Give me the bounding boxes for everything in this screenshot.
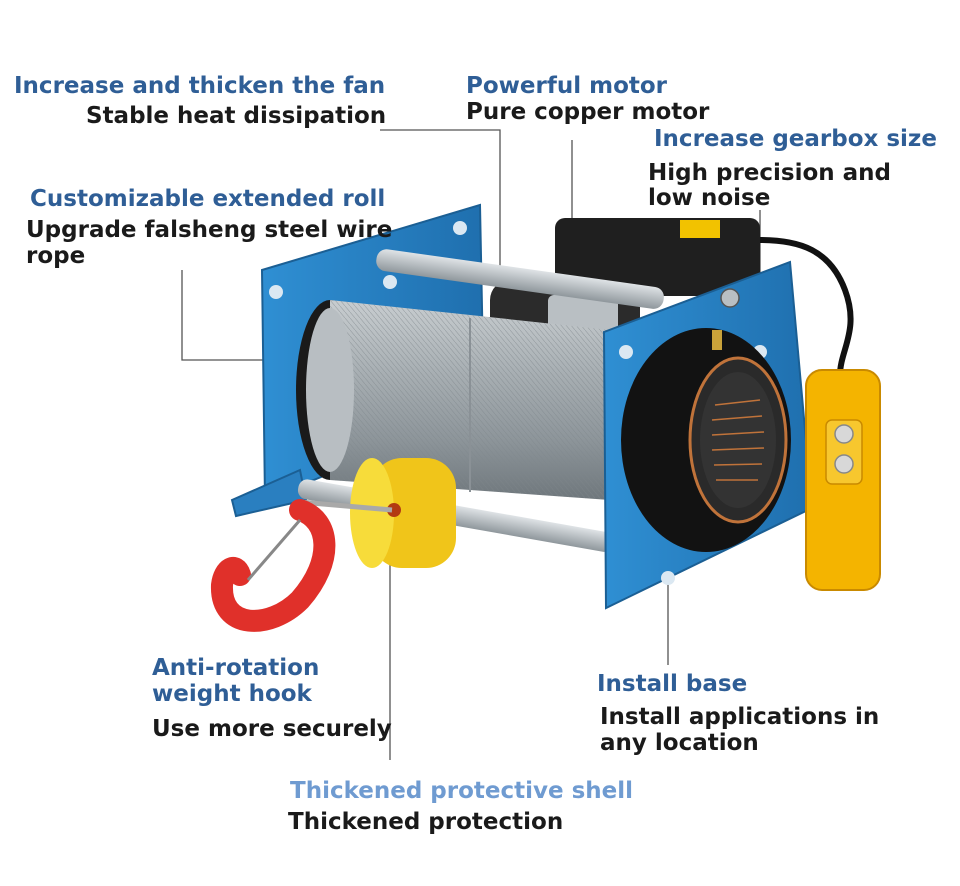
- motor-callout-title: Powerful motor: [466, 73, 668, 99]
- gearbox-callout-desc-line2: low noise: [648, 185, 771, 211]
- top-tie-rod: [376, 249, 664, 309]
- shell-callout-title: Thickened protective shell: [290, 778, 634, 804]
- hook-callout-title-line2: weight hook: [152, 681, 312, 707]
- wire-rope-end: [299, 499, 393, 513]
- gearbox-callout-desc-line1: High precision and: [648, 160, 892, 186]
- hook-callout-desc: Use more securely: [152, 716, 392, 742]
- fan-callout-desc: Stable heat dissipation: [86, 103, 387, 129]
- base-callout-desc-line1: Install applications in: [600, 704, 880, 730]
- wire-rope-drum: [296, 300, 610, 500]
- yellow-counterweight: [350, 458, 456, 568]
- control-cable: [759, 237, 854, 376]
- roll-callout-title: Customizable extended roll: [30, 186, 386, 212]
- fan-callout-title: Increase and thicken the fan: [14, 73, 386, 99]
- roll-callout-desc-line2: rope: [26, 243, 86, 269]
- motor-callout-desc: Pure copper motor: [466, 99, 710, 125]
- red-hook: [211, 499, 336, 632]
- gearbox-cover: [621, 328, 791, 552]
- shell-callout-desc: Thickened protection: [288, 809, 564, 835]
- hook-callout-title-line1: Anti-rotation: [152, 655, 320, 681]
- pendant-controller: [805, 369, 881, 591]
- base-callout-title: Install base: [597, 671, 748, 697]
- gearbox-callout-title: Increase gearbox size: [654, 126, 937, 152]
- roll-callout-desc-line1: Upgrade falsheng steel wire: [26, 217, 393, 243]
- base-callout-desc-line2: any location: [600, 730, 759, 756]
